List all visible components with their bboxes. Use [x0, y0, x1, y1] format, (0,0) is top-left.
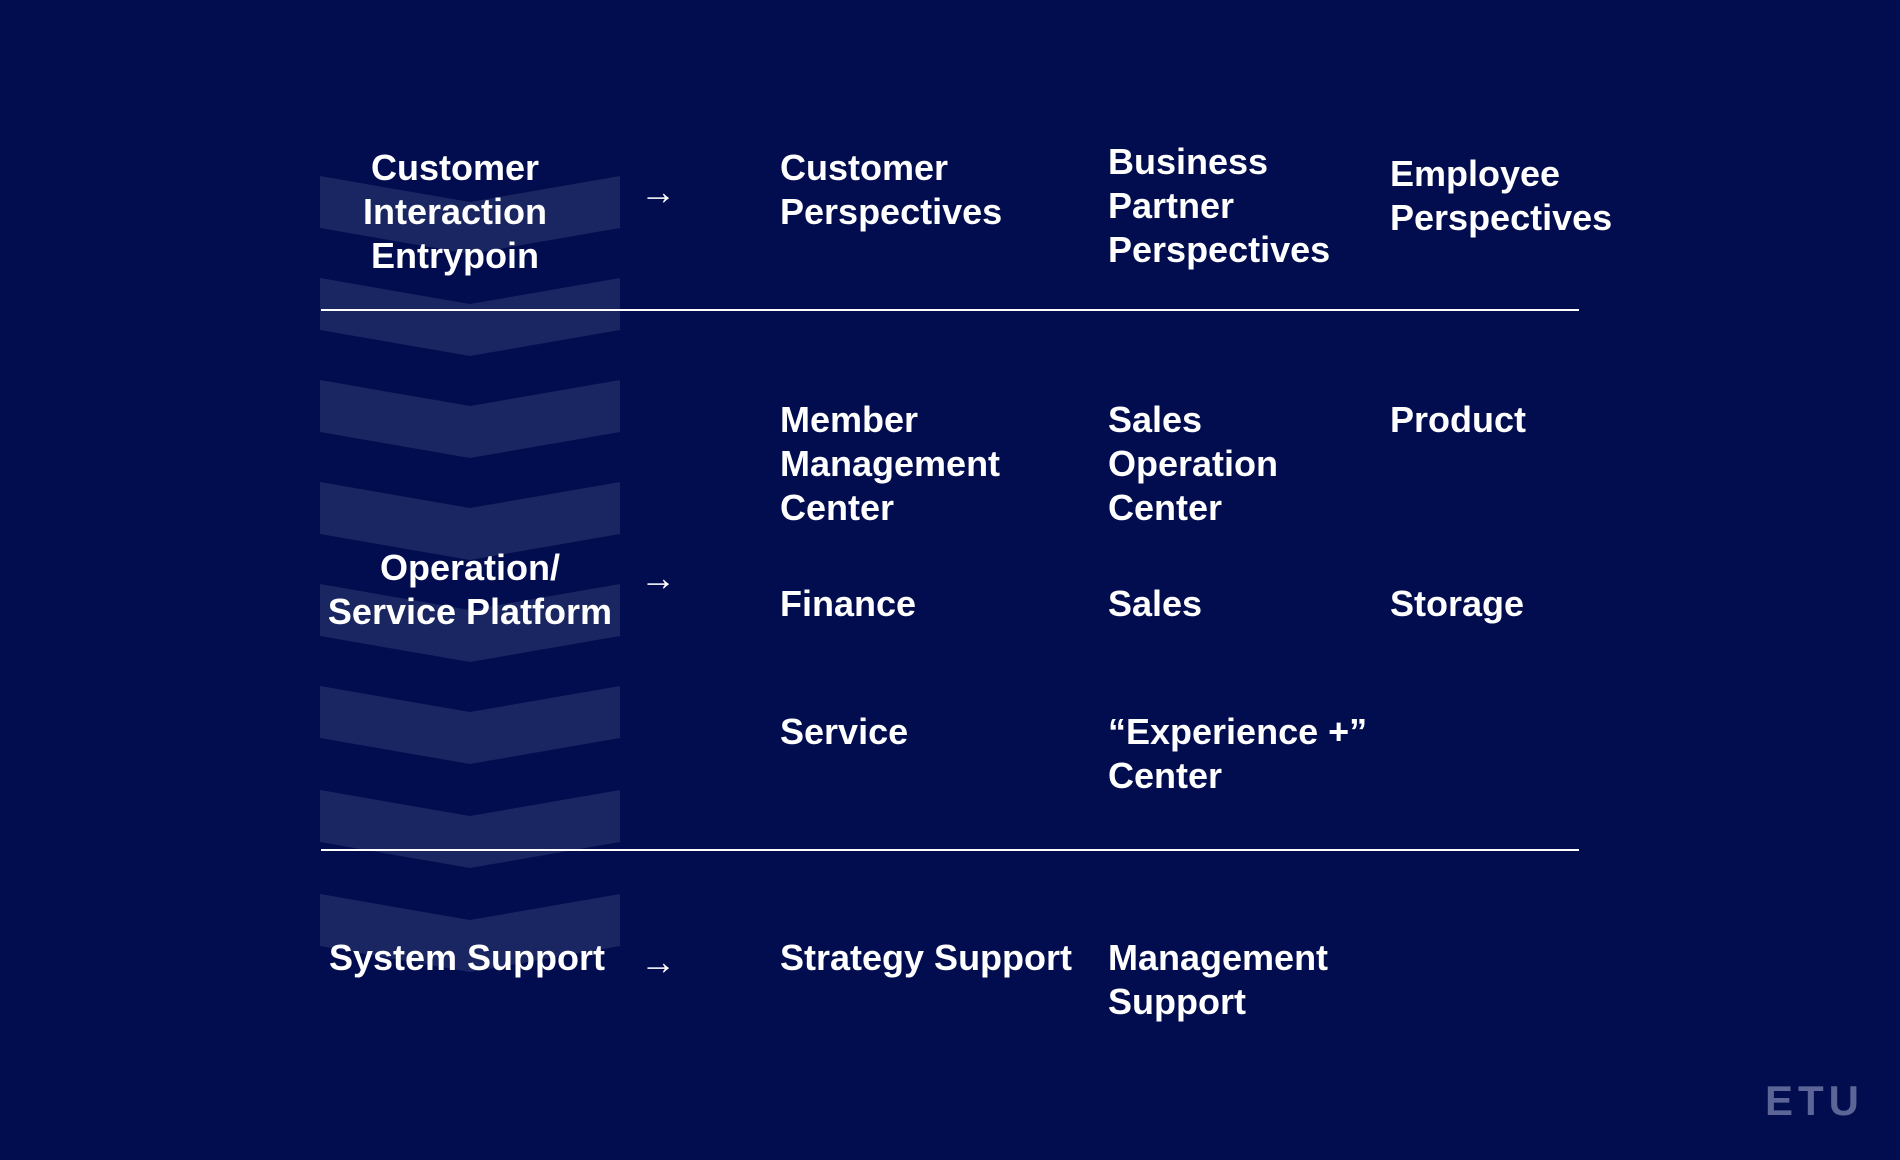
item-sales: Sales: [1108, 583, 1203, 624]
row-label-customer-interaction: Customer Interaction Entrypoin: [362, 147, 548, 276]
item-customer-perspectives: Customer Perspectives: [780, 147, 1003, 232]
item-employee-perspectives: Employee Perspectives: [1390, 153, 1613, 238]
chevron-shape: [320, 790, 620, 868]
chevron-shape: [320, 584, 620, 662]
chevron-shape: [320, 278, 620, 356]
item-management-support: Management Support: [1108, 937, 1329, 1022]
item-storage: Storage: [1390, 583, 1525, 624]
chevron-shape: [320, 380, 620, 458]
arrow-right-icon: →: [640, 171, 676, 212]
etu-logo: ETU: [1765, 1077, 1864, 1124]
row-label-operation-service-platform: Operation/ Service Platform: [327, 547, 613, 632]
item-member-management-center: Member Management Center: [780, 399, 1001, 528]
item-service: Service: [780, 711, 909, 752]
row-label-system-support: System Support: [328, 937, 606, 978]
chevron-shape: [320, 176, 620, 254]
item-strategy-support: Strategy Support: [780, 937, 1073, 978]
chevron-shape: [320, 482, 620, 560]
item-sales-operation-center: Sales Operation Center: [1108, 399, 1279, 528]
section-divider-bottom: [321, 849, 1579, 851]
section-divider-top: [321, 309, 1579, 311]
item-finance: Finance: [780, 583, 917, 624]
chevron-shape: [320, 686, 620, 764]
chevron-shape: [320, 894, 620, 972]
arrow-right-icon: →: [640, 941, 676, 982]
item-experience-plus-center: “Experience +” Center: [1108, 711, 1368, 796]
arrow-right-icon: →: [640, 557, 676, 598]
item-product: Product: [1390, 399, 1527, 440]
item-business-partner-perspectives: Business Partner Perspectives: [1108, 141, 1331, 270]
